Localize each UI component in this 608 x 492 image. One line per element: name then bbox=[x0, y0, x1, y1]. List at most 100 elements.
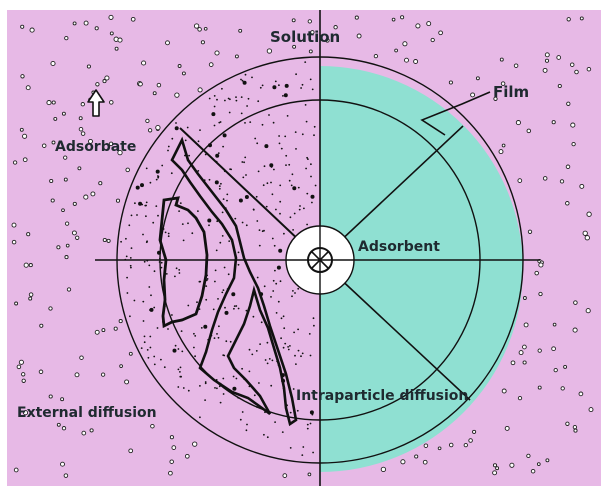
pore-dot bbox=[280, 337, 282, 339]
solution-dot bbox=[50, 179, 53, 182]
solution-dot bbox=[518, 179, 522, 183]
solution-dot bbox=[566, 202, 570, 206]
pore-dot bbox=[220, 402, 222, 404]
pore-dot bbox=[216, 250, 218, 252]
solution-dot bbox=[449, 443, 453, 447]
pore-dot bbox=[279, 185, 281, 187]
solution-dot bbox=[416, 24, 420, 28]
pore-dot bbox=[167, 328, 169, 330]
pore-dot bbox=[198, 140, 200, 142]
pore-dot bbox=[270, 296, 272, 298]
solution-dot bbox=[524, 323, 528, 327]
solution-dot bbox=[109, 15, 113, 19]
solution-dot bbox=[49, 307, 52, 310]
pore-dot bbox=[284, 93, 288, 97]
pore-dot bbox=[263, 434, 265, 436]
pore-dot bbox=[130, 257, 132, 259]
pore-dot bbox=[193, 333, 195, 335]
pore-dot bbox=[299, 209, 301, 211]
pore-dot bbox=[234, 218, 236, 220]
pore-dot bbox=[302, 84, 304, 86]
solution-dot bbox=[57, 423, 60, 426]
pore-dot bbox=[197, 210, 199, 212]
pore-dot bbox=[218, 152, 220, 154]
external-diffusion-label: External diffusion bbox=[17, 405, 157, 421]
solution-dot bbox=[198, 28, 202, 32]
solution-dot bbox=[239, 29, 242, 32]
solution-dot bbox=[567, 102, 570, 105]
solution-dot bbox=[546, 459, 549, 462]
pore-dot bbox=[150, 182, 152, 184]
adsorbate-label: Adsorbate bbox=[55, 139, 136, 155]
solution-dot bbox=[566, 165, 570, 169]
pore-dot bbox=[265, 359, 267, 361]
solution-dot bbox=[439, 31, 443, 35]
solution-dot bbox=[15, 302, 18, 305]
solution-dot bbox=[566, 422, 569, 425]
pore-dot bbox=[288, 164, 290, 166]
solution-dot bbox=[39, 370, 43, 374]
pore-dot bbox=[297, 329, 299, 331]
pore-dot bbox=[269, 163, 273, 167]
pore-dot bbox=[290, 412, 292, 414]
pore-dot bbox=[282, 95, 284, 97]
solution-dot bbox=[415, 455, 418, 458]
pore-dot bbox=[256, 220, 258, 222]
solution-dot bbox=[580, 17, 583, 20]
solution-dot bbox=[148, 129, 151, 132]
pore-dot bbox=[272, 290, 274, 292]
pore-dot bbox=[149, 336, 151, 338]
pore-dot bbox=[263, 184, 265, 186]
pore-dot bbox=[205, 285, 207, 287]
pore-dot bbox=[146, 241, 148, 243]
solution-dot bbox=[142, 61, 146, 65]
pore-dot bbox=[262, 124, 264, 126]
pore-dot bbox=[244, 122, 246, 124]
pore-dot bbox=[245, 195, 249, 199]
solution-dot bbox=[283, 474, 287, 478]
solution-dot bbox=[90, 429, 93, 432]
pore-dot bbox=[245, 74, 247, 76]
solution-dot bbox=[29, 297, 32, 300]
pore-dot bbox=[213, 309, 215, 311]
pore-dot bbox=[131, 215, 133, 217]
solution-dot bbox=[84, 195, 88, 199]
solution-dot bbox=[424, 444, 428, 448]
solution-dot bbox=[79, 127, 83, 131]
pore-dot bbox=[187, 222, 189, 224]
film-label: Film bbox=[493, 83, 529, 101]
solution-dot bbox=[575, 70, 579, 74]
solution-dot bbox=[76, 236, 79, 239]
pore-dot bbox=[201, 327, 203, 329]
solution-dot bbox=[73, 202, 76, 205]
pore-dot bbox=[171, 314, 173, 316]
pore-dot bbox=[185, 140, 187, 142]
pore-dot bbox=[211, 112, 215, 116]
pore-dot bbox=[312, 414, 314, 416]
pore-dot bbox=[284, 136, 286, 138]
pore-dot bbox=[217, 298, 219, 300]
pore-dot bbox=[311, 202, 313, 204]
solution-dot bbox=[493, 471, 497, 475]
pore-dot bbox=[300, 87, 302, 89]
pore-dot bbox=[310, 423, 312, 425]
solution-dot bbox=[126, 168, 130, 172]
solution-dot bbox=[63, 156, 66, 159]
pore-dot bbox=[144, 341, 146, 343]
pore-dot bbox=[181, 330, 183, 332]
solution-dot bbox=[543, 177, 547, 181]
pore-dot bbox=[214, 281, 216, 283]
pore-dot bbox=[228, 273, 230, 275]
pore-dot bbox=[225, 311, 229, 315]
pore-dot bbox=[246, 429, 248, 431]
pore-dot bbox=[306, 121, 308, 123]
pore-dot bbox=[131, 247, 133, 249]
solution-dot bbox=[19, 360, 23, 364]
pore-dot bbox=[218, 337, 220, 339]
pore-dot bbox=[297, 288, 299, 290]
pore-dot bbox=[278, 249, 282, 253]
pore-dot bbox=[267, 363, 269, 365]
pore-dot bbox=[275, 81, 277, 83]
pore-dot bbox=[254, 138, 256, 140]
solution-dot bbox=[146, 119, 149, 122]
